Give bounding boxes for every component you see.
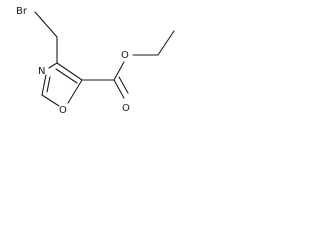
bond-c4-c5 [56,62,83,81]
bond-c2-n3-double [46,76,51,93]
bond-carbonyl-c-ester-o [113,61,125,81]
bond-n3-c4 [48,62,58,69]
bond-c5-o1 [67,79,83,104]
bond-c4-c5-double [55,68,78,84]
bond-o1-c2 [41,94,60,107]
bond-br-ch2 [34,11,58,38]
atom-label-n: N [38,66,45,77]
bond-carbonyl-c-o [113,79,125,99]
atom-label-o-ring: O [59,105,67,116]
atom-label-br: Br [16,6,28,17]
bond-carbonyl-c-o-double [118,76,129,94]
bond-c2-n3 [41,74,47,96]
atom-label-o-ester: O [121,50,129,61]
atom-label-o-carbonyl: O [122,103,130,114]
bond-ch2-ch3 [157,30,175,56]
chemical-structure-diagram: Br N O O O [16,6,175,116]
